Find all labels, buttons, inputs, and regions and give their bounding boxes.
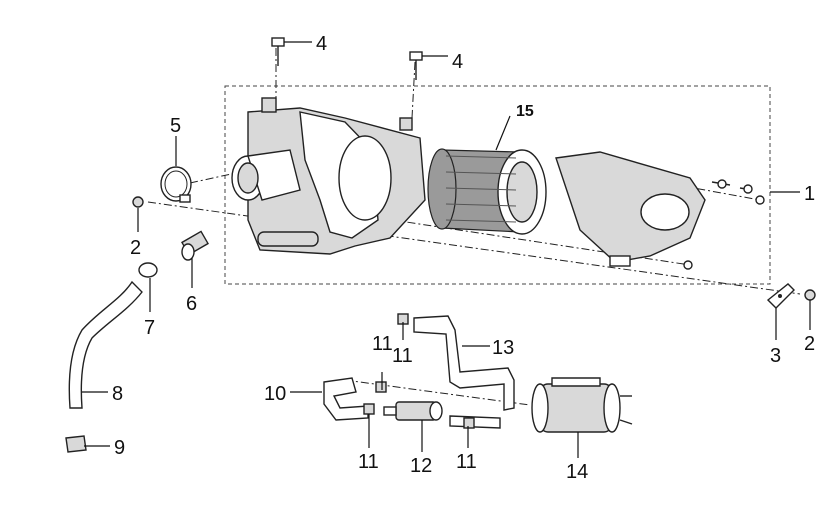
callout-11-lower-right: 11 <box>456 451 477 473</box>
hose-cap <box>65 435 87 453</box>
callout-5: 5 <box>170 115 181 137</box>
inlet-elbow <box>231 149 301 201</box>
inline-valve <box>383 401 443 421</box>
callout-4-top-left: 4 <box>316 33 327 55</box>
callout-12: 12 <box>410 455 432 477</box>
bolt-top-right <box>409 51 423 80</box>
callout-14: 14 <box>566 461 588 483</box>
filter-element <box>427 148 547 235</box>
callout-2-left: 2 <box>130 237 141 259</box>
callout-15: 15 <box>516 103 534 120</box>
vent-hose-upper <box>413 315 515 411</box>
callout-9: 9 <box>114 437 125 459</box>
callout-11-lower-left: 11 <box>358 451 379 473</box>
callout-2-right: 2 <box>804 333 815 355</box>
hose-clamp <box>160 166 192 203</box>
bolt-top-left <box>271 37 285 66</box>
callout-6: 6 <box>186 293 197 315</box>
airbox-housing <box>247 97 426 255</box>
small-clamp <box>138 262 158 278</box>
assembly-boundary-box <box>224 85 771 285</box>
callout-7: 7 <box>144 317 155 339</box>
callout-10: 10 <box>264 383 286 405</box>
callout-1: 1 <box>804 183 815 205</box>
housing-cover <box>555 151 706 267</box>
mounting-bracket <box>766 283 795 309</box>
cover-bolts <box>683 179 765 270</box>
screw-left <box>132 196 144 208</box>
callout-11-upper: 11 <box>392 345 413 367</box>
callout-11-mid: 11 <box>372 333 393 355</box>
drain-hose <box>68 280 143 409</box>
callout-4-top-right: 4 <box>452 51 463 73</box>
leader-lines <box>82 41 811 458</box>
screw-right <box>804 289 816 301</box>
callout-13: 13 <box>492 337 514 359</box>
callout-labels: 4 4 1 15 5 2 6 7 8 9 3 2 10 11 11 11 11 … <box>112 33 815 483</box>
charcoal-canister <box>531 377 633 433</box>
callout-3: 3 <box>770 345 781 367</box>
drain-valve <box>181 230 209 261</box>
vent-hose-lower <box>323 377 501 429</box>
callout-8: 8 <box>112 383 123 405</box>
